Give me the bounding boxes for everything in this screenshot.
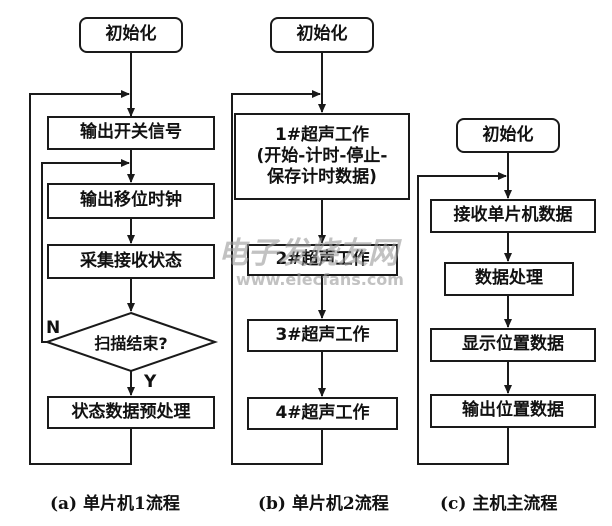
a-output-switch-label: 输出开关信号 — [80, 122, 182, 143]
c-receive-box: 接收单片机数据 — [430, 199, 596, 233]
a-collect-state-box: 采集接收状态 — [47, 244, 215, 279]
loop-b — [231, 93, 323, 465]
a-init-label: 初始化 — [105, 24, 157, 45]
caption-b: (b) 单片机2流程 — [258, 494, 389, 514]
decision-diamond — [43, 311, 219, 373]
c-receive-label: 接收单片机数据 — [453, 205, 573, 226]
a-scan-end-label: 扫描结束? — [94, 334, 168, 353]
loop-a-outer — [29, 93, 132, 465]
c-display-label: 显示位置数据 — [462, 334, 564, 355]
b-ultra1-label: 1#超声工作 (开始-计时-停止- 保存计时数据) — [256, 124, 388, 188]
b-ultra3-box: 3#超声工作 — [247, 319, 398, 352]
c-display-box: 显示位置数据 — [430, 328, 596, 362]
c-init-box: 初始化 — [456, 118, 560, 153]
b-ultra3-label: 3#超声工作 — [275, 324, 370, 345]
c-init-label: 初始化 — [482, 124, 534, 145]
c-process-box: 数据处理 — [444, 262, 574, 296]
a-output-clock-label: 输出移位时钟 — [80, 190, 182, 211]
a-yes-label: Y — [144, 372, 157, 392]
b-ultra2-label: 2#超声工作 — [275, 249, 370, 270]
b-init-label: 初始化 — [296, 24, 348, 45]
caption-a: (a) 单片机1流程 — [50, 494, 180, 514]
a-preprocess-box: 状态数据预处理 — [47, 396, 215, 429]
loop-c — [417, 175, 509, 465]
a-preprocess-label: 状态数据预处理 — [71, 401, 191, 422]
a-collect-state-label: 采集接收状态 — [80, 250, 182, 271]
b-ultra2-box: 2#超声工作 — [247, 244, 398, 276]
a-output-switch-box: 输出开关信号 — [47, 116, 215, 150]
c-output-box: 输出位置数据 — [430, 394, 596, 428]
watermark-cn: 电子发烧友网 — [218, 236, 398, 271]
a-init-box: 初始化 — [79, 17, 183, 53]
c-output-label: 输出位置数据 — [462, 400, 564, 421]
c-process-label: 数据处理 — [475, 268, 543, 289]
a-no-label: N — [46, 318, 61, 338]
loop-a-inner-no — [41, 162, 125, 343]
b-ultra4-label: 4#超声工作 — [275, 402, 370, 423]
b-init-box: 初始化 — [270, 17, 374, 53]
watermark-url: www.elecfans.com — [236, 270, 404, 289]
b-ultra4-box: 4#超声工作 — [247, 397, 398, 430]
b-ultra1-box: 1#超声工作 (开始-计时-停止- 保存计时数据) — [234, 113, 410, 200]
caption-c: (c) 主机主流程 — [440, 494, 558, 514]
a-output-clock-box: 输出移位时钟 — [47, 183, 215, 219]
